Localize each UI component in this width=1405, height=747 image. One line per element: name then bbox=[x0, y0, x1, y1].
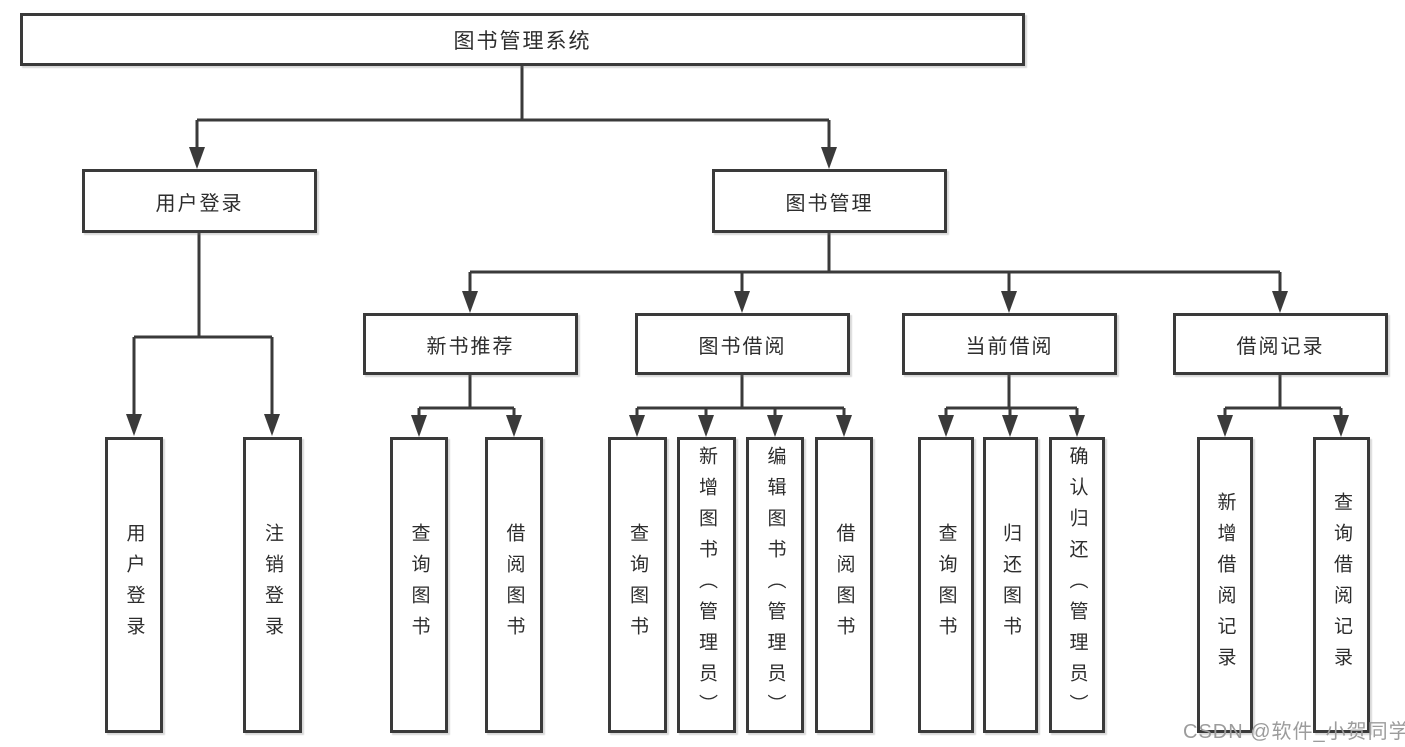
branch-root-lines bbox=[195, 66, 831, 152]
node-label: 注销登录 bbox=[262, 523, 283, 647]
node-label: 新增图书（管理员） bbox=[696, 445, 717, 725]
arrow-down-icon bbox=[1069, 415, 1085, 437]
arrow-down-icon bbox=[462, 291, 478, 313]
node-label: 当前借阅 bbox=[965, 335, 1054, 358]
node-label: 借阅记录 bbox=[1236, 335, 1325, 358]
arrow-down-icon bbox=[1001, 291, 1017, 313]
arrow-down-icon bbox=[821, 147, 837, 169]
arrow-down-icon bbox=[629, 415, 645, 437]
arrow-down-icon bbox=[938, 415, 954, 437]
leaf-query-book-2: 查询图书 bbox=[608, 437, 667, 733]
node-root-system: 图书管理系统 bbox=[20, 13, 1025, 66]
node-label: 借阅图书 bbox=[833, 523, 855, 647]
leaf-add-borrow-record: 新增借阅记录 bbox=[1197, 437, 1253, 733]
branch-current-lines bbox=[944, 375, 1079, 419]
arrow-down-icon bbox=[734, 291, 750, 313]
node-label: 借阅图书 bbox=[503, 523, 525, 647]
branch-new-book-lines bbox=[417, 375, 516, 419]
leaf-query-book-3: 查询图书 bbox=[918, 437, 974, 733]
node-label: 查询图书 bbox=[408, 523, 430, 647]
node-label: 查询图书 bbox=[627, 523, 648, 647]
leaf-borrow-book-2: 借阅图书 bbox=[815, 437, 873, 733]
branch-book-mgmt-lines bbox=[468, 233, 1282, 295]
node-book-management: 图书管理 bbox=[712, 169, 947, 233]
node-label: 新增借阅记录 bbox=[1214, 492, 1236, 678]
node-label: 图书管理 bbox=[785, 192, 874, 215]
branch-borrow-lines bbox=[635, 375, 846, 419]
node-new-book-recommend: 新书推荐 bbox=[363, 313, 578, 375]
arrow-down-icon bbox=[698, 415, 714, 437]
node-current-borrow: 当前借阅 bbox=[902, 313, 1117, 375]
node-book-borrow: 图书借阅 bbox=[635, 313, 850, 375]
arrow-down-icon bbox=[411, 415, 427, 437]
arrow-down-icon bbox=[836, 415, 852, 437]
node-label: 确认归还（管理员） bbox=[1066, 445, 1088, 725]
leaf-borrow-book-1: 借阅图书 bbox=[485, 437, 543, 733]
node-borrow-records: 借阅记录 bbox=[1173, 313, 1388, 375]
leaf-user-login: 用户登录 bbox=[105, 437, 163, 733]
leaf-confirm-return-admin: 确认归还（管理员） bbox=[1049, 437, 1105, 733]
arrow-down-icon bbox=[189, 147, 205, 169]
leaf-logout: 注销登录 bbox=[243, 437, 302, 733]
leaf-query-borrow-record: 查询借阅记录 bbox=[1313, 437, 1370, 733]
leaf-query-book-1: 查询图书 bbox=[390, 437, 448, 733]
arrow-down-icon bbox=[767, 415, 783, 437]
arrow-down-icon bbox=[126, 414, 142, 436]
node-user-login: 用户登录 bbox=[82, 169, 317, 233]
leaf-edit-book-admin: 编辑图书（管理员） bbox=[746, 437, 804, 733]
branch-records-lines bbox=[1223, 375, 1343, 419]
csdn-watermark: CSDN @软件_小贺同学 bbox=[1183, 721, 1405, 743]
leaf-add-book-admin: 新增图书（管理员） bbox=[677, 437, 736, 733]
node-label: 用户登录 bbox=[155, 192, 244, 215]
arrow-down-icon bbox=[1333, 415, 1349, 437]
arrow-down-icon bbox=[506, 415, 522, 437]
leaf-return-book: 归还图书 bbox=[983, 437, 1038, 733]
arrow-down-icon bbox=[1002, 415, 1018, 437]
arrow-down-icon bbox=[1272, 291, 1288, 313]
arrow-down-icon bbox=[264, 414, 280, 436]
node-label: 新书推荐 bbox=[426, 335, 515, 358]
branch-user-login-lines bbox=[132, 233, 274, 419]
node-label: 查询图书 bbox=[935, 523, 957, 647]
node-label: 编辑图书（管理员） bbox=[764, 445, 786, 725]
node-label: 用户登录 bbox=[123, 523, 145, 647]
node-label: 图书借阅 bbox=[698, 335, 787, 358]
arrow-down-icon bbox=[1217, 415, 1233, 437]
node-label: 归还图书 bbox=[1000, 523, 1021, 647]
node-label: 图书管理系统 bbox=[453, 29, 592, 53]
node-label: 查询借阅记录 bbox=[1331, 492, 1352, 678]
